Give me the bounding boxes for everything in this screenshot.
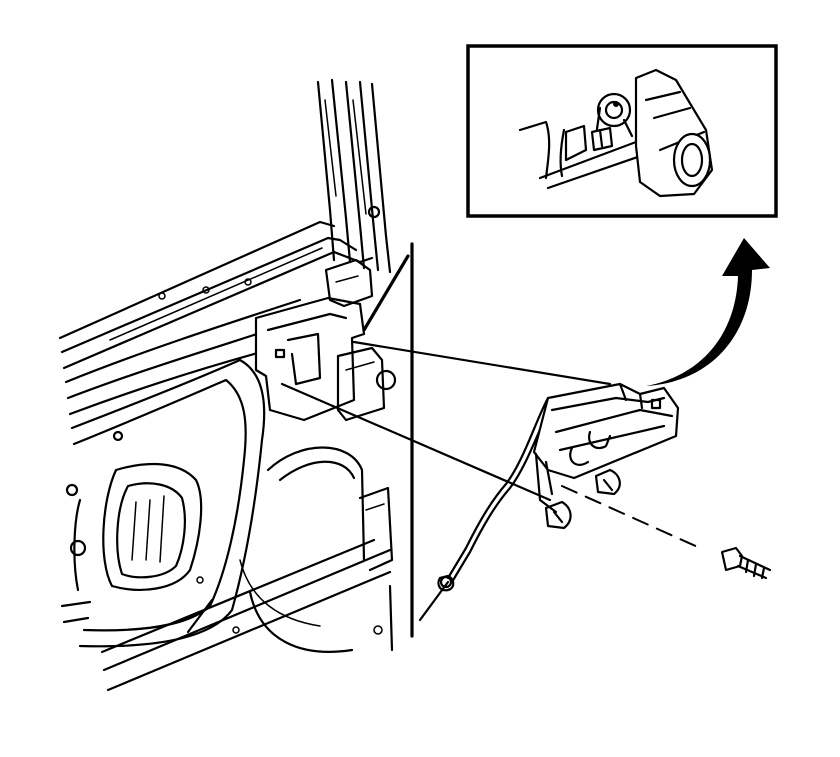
inside-handle-assembly <box>532 382 680 530</box>
push-pin-fastener <box>720 546 772 580</box>
leader-lines <box>280 340 701 549</box>
detail-inset <box>466 44 778 218</box>
door-inner-panel <box>58 78 397 692</box>
rotation-arrow <box>646 238 770 386</box>
